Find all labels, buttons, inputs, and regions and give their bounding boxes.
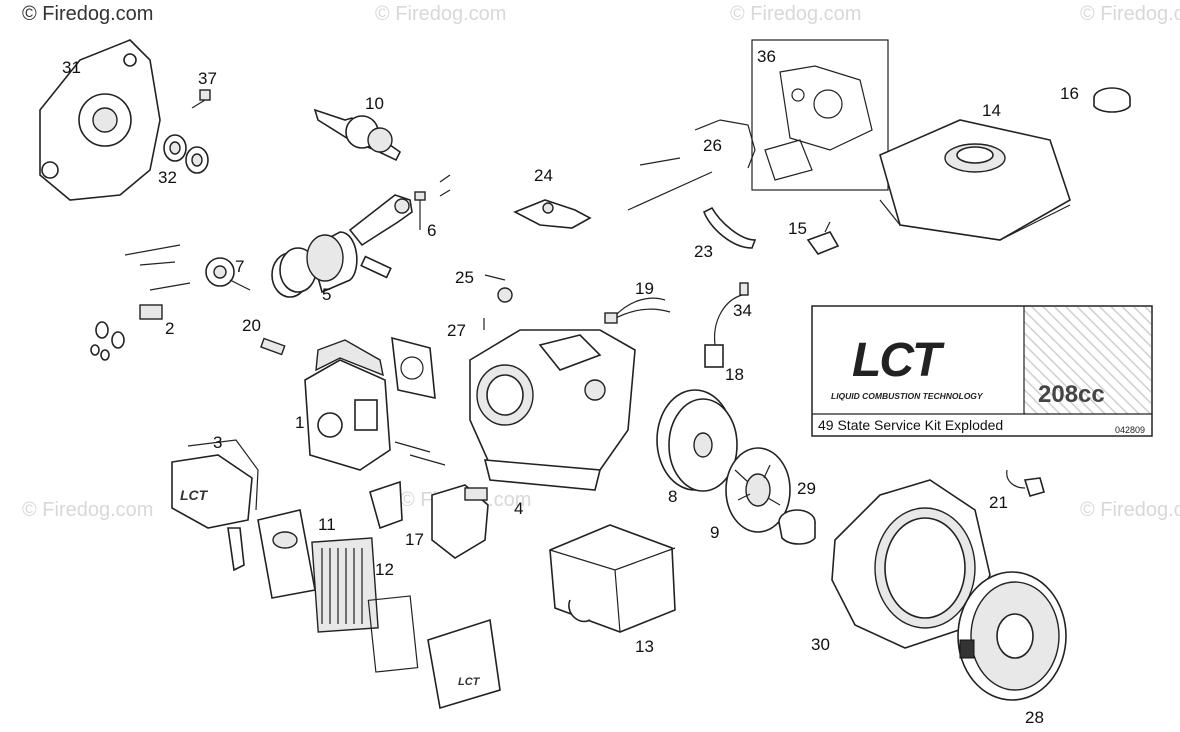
callout-27: 27	[447, 321, 466, 340]
callout-8: 8	[668, 487, 677, 506]
valve-cover-icon: LCT	[171, 439, 259, 529]
air-filter-cover-icon: LCT	[427, 618, 501, 710]
svg-text:LCT: LCT	[180, 487, 209, 503]
product-info-box: LCT LIQUID COMBUSTION TECHNOLOGY 208cc 4…	[811, 305, 1153, 437]
callout-3: 3	[213, 433, 222, 452]
fuel-hose-icon	[702, 206, 757, 249]
callout-34: 34	[733, 301, 752, 320]
callout-19: 19	[635, 279, 654, 298]
wrist-pin-icon	[360, 255, 392, 279]
callout-labels: 1 2 3 4 5 6 7 8 9 10 11 12 13 14 15 16 1…	[62, 47, 1079, 727]
callout-17: 17	[405, 530, 424, 549]
head-gasket-icon	[391, 336, 436, 400]
callout-16: 16	[1060, 84, 1079, 103]
bearing-icon	[163, 134, 209, 174]
dipstick-icon	[191, 89, 211, 109]
fuel-valve-icon	[806, 221, 840, 255]
push-rod-icon-2	[409, 454, 446, 466]
callout-28: 28	[1025, 708, 1044, 727]
crankshaft-icon	[313, 108, 402, 162]
filter-gasket-icon	[367, 595, 419, 673]
piston-icon	[271, 231, 358, 298]
displacement-label: 208cc	[1038, 381, 1105, 408]
ignition-icon	[704, 282, 749, 368]
callout-21: 21	[989, 493, 1008, 512]
callout-25: 25	[455, 268, 474, 287]
flywheel-icon	[656, 389, 738, 492]
fan-icon	[725, 447, 791, 533]
callout-4: 4	[514, 499, 523, 518]
watermark-faint-2: © Firedog.com	[730, 3, 861, 25]
fuel-cap-icon	[1093, 87, 1131, 113]
callout-23: 23	[694, 242, 713, 261]
blower-housing-icon	[831, 479, 991, 649]
callout-14: 14	[982, 101, 1001, 120]
lct-logo: LCT	[852, 334, 945, 387]
callout-11: 11	[318, 515, 336, 534]
callout-6: 6	[427, 221, 436, 240]
governor-bracket-icon	[513, 119, 756, 229]
callout-26: 26	[703, 136, 722, 155]
callout-32: 32	[158, 168, 177, 187]
watermark-faint-4: © Firedog.com	[22, 499, 153, 521]
svg-text:LCT: LCT	[458, 676, 481, 688]
recoil-starter-icon	[957, 571, 1067, 701]
callout-5: 5	[322, 285, 331, 304]
fuel-tank-icon	[879, 119, 1071, 241]
callout-10: 10	[365, 94, 384, 113]
air-filter-icon	[311, 537, 379, 633]
callout-7: 7	[235, 257, 244, 276]
starter-cup-icon	[778, 509, 816, 545]
kit-title: 49 State Service Kit Exploded	[818, 417, 1003, 433]
watermark-faint-1: © Firedog.com	[375, 3, 506, 25]
breather-icon	[483, 274, 513, 330]
callout-20: 20	[242, 316, 261, 335]
callout-13: 13	[635, 637, 654, 656]
wiring-harness-icon	[604, 297, 671, 324]
crankcase-cover-icon	[39, 39, 161, 201]
watermark-primary: © Firedog.com	[22, 3, 153, 25]
engine-block-icon	[469, 329, 636, 491]
diagram-code: 042809	[1115, 425, 1145, 435]
gasket-set-icon	[751, 39, 889, 191]
callout-31: 31	[62, 58, 81, 77]
oil-sensor-icon	[1006, 469, 1045, 497]
callout-15: 15	[788, 219, 807, 238]
push-rod-icon	[394, 441, 431, 453]
rod-bolts-icon	[414, 174, 451, 230]
callout-9: 9	[710, 523, 719, 542]
callout-37: 37	[198, 69, 217, 88]
callout-36: 36	[757, 47, 776, 66]
camshaft-icon	[90, 244, 251, 361]
callout-18: 18	[725, 365, 744, 384]
lct-subtitle: LIQUID COMBUSTION TECHNOLOGY	[831, 391, 984, 401]
callout-29: 29	[797, 479, 816, 498]
air-filter-base-icon	[257, 509, 316, 599]
cylinder-head-icon	[304, 339, 391, 471]
muffler-icon	[549, 524, 676, 633]
callout-1: 1	[295, 413, 304, 432]
watermark-faint-3: © Firedog.com	[1080, 3, 1180, 25]
callout-24: 24	[534, 166, 553, 185]
connecting-rod-icon	[348, 194, 413, 247]
callout-30: 30	[811, 635, 830, 654]
spark-plug-icon	[260, 337, 286, 356]
breather-tube-icon	[227, 527, 245, 572]
callout-12: 12	[375, 560, 394, 579]
callout-2: 2	[165, 319, 174, 338]
carburetor-icon	[369, 480, 489, 559]
watermark-faint-6: © Firedog.com	[1080, 499, 1180, 521]
